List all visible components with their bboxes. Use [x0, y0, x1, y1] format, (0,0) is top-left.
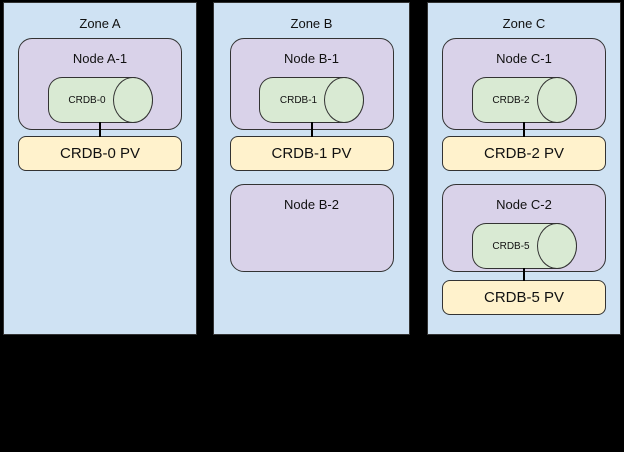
- zone-c: Zone C Node C-1 CRDB-2 CRDB-2 PV Node C-…: [427, 2, 621, 335]
- crdb-1-cylinder: CRDB-1: [259, 77, 364, 123]
- crdb-1-pv-connector-line: [310, 122, 313, 137]
- cylinder-cap-ellipse: [536, 223, 577, 269]
- cylinder-cap-ellipse: [536, 77, 577, 123]
- crdb-5-pv-box: CRDB-5 PV: [442, 280, 606, 315]
- node-b-1-label: Node B-1: [284, 51, 339, 66]
- crdb-0-pv-connector-line: [99, 122, 101, 137]
- crdb-2-cylinder-label: CRDB-2: [492, 94, 530, 106]
- node-c-1-label: Node C-1: [496, 51, 552, 66]
- node-unit-c2: Node C-2 CRDB-5 CRDB-5 PV: [442, 184, 606, 315]
- crdb-5-cylinder-label: CRDB-5: [492, 240, 530, 252]
- crdb-0-cylinder: CRDB-0: [47, 77, 153, 123]
- cylinder-cap-ellipse: [112, 77, 153, 123]
- node-c-1-box: Node C-1 CRDB-2: [442, 38, 606, 130]
- node-b-2-box: Node B-2: [229, 184, 394, 272]
- node-unit-b1: Node B-1 CRDB-1 CRDB-1 PV: [229, 38, 394, 171]
- crdb-1-pv-box: CRDB-1 PV: [229, 136, 394, 171]
- zone-a: Zone A Node A-1 CRDB-0 CRDB-0 PV: [3, 2, 197, 335]
- crdb-2-pv-connector-line: [523, 122, 525, 137]
- node-b-2-label: Node B-2: [284, 197, 339, 212]
- crdb-5-cylinder: CRDB-5: [471, 223, 577, 269]
- zone-b-title: Zone B: [290, 16, 333, 31]
- node-unit-c1: Node C-1 CRDB-2 CRDB-2 PV: [442, 38, 606, 171]
- crdb-0-pv-label: CRDB-0 PV: [59, 145, 141, 162]
- zone-a-title: Zone A: [79, 16, 121, 31]
- zone-b: Zone B Node B-1 CRDB-1 CRDB-1 PV Node B-…: [213, 2, 410, 335]
- node-unit-b2: Node B-2: [229, 184, 394, 272]
- crdb-2-pv-box: CRDB-2 PV: [442, 136, 606, 171]
- node-a-1-box: Node A-1 CRDB-0: [18, 38, 182, 130]
- crdb-0-pv-box: CRDB-0 PV: [18, 136, 182, 171]
- zone-c-title: Zone C: [502, 16, 546, 31]
- crdb-5-pv-connector-line: [523, 268, 525, 281]
- node-a-1-label: Node A-1: [72, 51, 128, 66]
- crdb-2-pv-label: CRDB-2 PV: [483, 145, 565, 162]
- node-b-1-box: Node B-1 CRDB-1: [229, 38, 394, 130]
- crdb-1-cylinder-label: CRDB-1: [279, 94, 318, 106]
- node-unit-a1: Node A-1 CRDB-0 CRDB-0 PV: [18, 38, 182, 171]
- node-c-2-box: Node C-2 CRDB-5: [442, 184, 606, 272]
- crdb-5-pv-label: CRDB-5 PV: [483, 289, 565, 306]
- node-c-2-label: Node C-2: [496, 197, 552, 212]
- cylinder-cap-ellipse: [324, 77, 364, 123]
- crdb-2-cylinder: CRDB-2: [471, 77, 577, 123]
- crdb-0-cylinder-label: CRDB-0: [68, 94, 106, 106]
- crdb-1-pv-label: CRDB-1 PV: [271, 145, 352, 162]
